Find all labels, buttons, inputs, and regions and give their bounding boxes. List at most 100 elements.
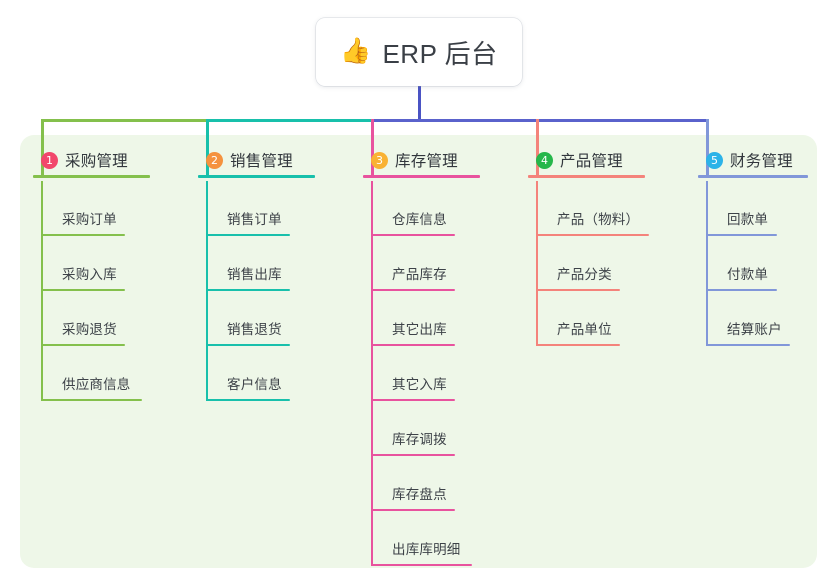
leaf-node-rule <box>706 234 777 236</box>
leaf-node-label: 出库库明细 <box>392 542 461 557</box>
root-node-title: ERP 后台 <box>382 38 498 69</box>
leaf-node-label: 客户信息 <box>227 377 282 392</box>
leaf-node[interactable]: 其它出库 <box>371 291 501 346</box>
leaf-node-label: 产品单位 <box>557 322 612 337</box>
leaf-node[interactable]: 其它入库 <box>371 346 501 401</box>
branch-header-5[interactable]: 5 财务管理 <box>698 145 808 178</box>
leaf-node[interactable]: 销售订单 <box>206 181 336 236</box>
branch-index-badge: 4 <box>536 151 553 169</box>
leaf-node-rule <box>371 234 455 236</box>
branch-title: 采购管理 <box>65 153 128 170</box>
branch-spine <box>371 181 373 566</box>
leaf-node[interactable]: 回款单 <box>706 181 836 236</box>
root-stem-line <box>418 86 421 122</box>
branch-title: 销售管理 <box>230 153 293 170</box>
leaf-node-rule <box>206 399 290 401</box>
leaf-node[interactable]: 销售出库 <box>206 236 336 291</box>
leaf-node-rule <box>41 234 125 236</box>
root-node-content: 👍 ERP 后台 <box>340 34 497 71</box>
leaf-node-label: 采购退货 <box>62 322 117 337</box>
branch-header-rule <box>33 175 150 178</box>
leaf-node-rule <box>371 454 455 456</box>
leaf-node[interactable]: 付款单 <box>706 236 836 291</box>
leaf-node-label: 付款单 <box>727 267 769 282</box>
leaf-node[interactable]: 采购退货 <box>41 291 171 346</box>
leaf-node-rule <box>41 399 142 401</box>
leaf-node[interactable]: 产品单位 <box>536 291 666 346</box>
leaf-node[interactable]: 采购订单 <box>41 181 171 236</box>
leaf-node[interactable]: 供应商信息 <box>41 346 171 401</box>
leaf-node-rule <box>371 344 455 346</box>
leaf-node-rule <box>206 234 290 236</box>
trunk-segment-1 <box>41 119 209 122</box>
branch-header-3[interactable]: 3 库存管理 <box>363 145 480 178</box>
branch-header-2[interactable]: 2 销售管理 <box>198 145 315 178</box>
branch-header-1[interactable]: 1 采购管理 <box>33 145 150 178</box>
branch-column-2: 2 销售管理销售订单销售出库销售退货客户信息 <box>198 145 315 401</box>
branch-header-rule <box>198 175 315 178</box>
leaf-node-label: 采购入库 <box>62 267 117 282</box>
branch-spine <box>206 181 208 401</box>
branch-drop-4 <box>536 119 539 178</box>
branch-index-badge: 1 <box>41 151 58 169</box>
branch-spine <box>706 181 708 346</box>
leaf-node-rule <box>371 399 455 401</box>
leaf-node[interactable]: 销售退货 <box>206 291 336 346</box>
leaf-node-rule <box>371 564 472 566</box>
branch-title: 产品管理 <box>560 153 623 170</box>
leaf-node-label: 采购订单 <box>62 212 117 227</box>
branch-header-rule <box>698 175 808 178</box>
leaf-node-rule <box>206 344 290 346</box>
leaf-node[interactable]: 库存盘点 <box>371 456 501 511</box>
leaf-node-rule <box>536 344 620 346</box>
thumbs-up-icon: 👍 <box>340 36 372 65</box>
branch-index-badge: 2 <box>206 151 223 169</box>
branch-drop-5 <box>706 119 709 178</box>
branch-index-badge: 5 <box>706 151 723 169</box>
leaf-node[interactable]: 采购入库 <box>41 236 171 291</box>
leaf-node[interactable]: 结算账户 <box>706 291 836 346</box>
leaf-node-label: 产品分类 <box>557 267 612 282</box>
branch-column-5: 5 财务管理回款单付款单结算账户 <box>698 145 808 346</box>
branch-header-rule <box>528 175 645 178</box>
leaf-node[interactable]: 产品（物料） <box>536 181 666 236</box>
root-node[interactable]: 👍 ERP 后台 <box>316 18 522 86</box>
leaf-node-rule <box>371 509 455 511</box>
branch-header-4[interactable]: 4 产品管理 <box>528 145 645 178</box>
leaf-node-rule <box>371 289 455 291</box>
branch-header-rule <box>363 175 480 178</box>
leaf-node[interactable]: 客户信息 <box>206 346 336 401</box>
leaf-node-rule <box>706 289 777 291</box>
leaf-node-label: 供应商信息 <box>62 377 131 392</box>
leaf-node[interactable]: 仓库信息 <box>371 181 501 236</box>
leaf-node-rule <box>536 289 620 291</box>
leaf-node[interactable]: 出库库明细 <box>371 511 501 566</box>
leaf-node[interactable]: 产品分类 <box>536 236 666 291</box>
leaf-node[interactable]: 库存调拨 <box>371 401 501 456</box>
leaf-node-label: 仓库信息 <box>392 212 447 227</box>
branch-title: 财务管理 <box>730 153 793 170</box>
leaf-node-rule <box>206 289 290 291</box>
leaf-node[interactable]: 产品库存 <box>371 236 501 291</box>
branch-title: 库存管理 <box>395 153 458 170</box>
leaf-node-label: 产品库存 <box>392 267 447 282</box>
trunk-segment-3 <box>371 119 709 122</box>
leaf-node-rule <box>706 344 790 346</box>
leaf-node-label: 销售退货 <box>227 322 282 337</box>
leaf-node-rule <box>536 234 649 236</box>
branch-drop-1 <box>41 119 44 178</box>
leaf-node-label: 回款单 <box>727 212 769 227</box>
leaf-node-label: 结算账户 <box>727 322 782 337</box>
leaf-node-label: 销售订单 <box>227 212 282 227</box>
leaf-node-label: 销售出库 <box>227 267 282 282</box>
branch-spine <box>536 181 538 346</box>
branch-panel <box>20 135 817 568</box>
leaf-node-label: 库存调拨 <box>392 432 447 447</box>
branch-spine <box>41 181 43 401</box>
leaf-node-rule <box>41 344 125 346</box>
branch-index-badge: 3 <box>371 151 388 169</box>
trunk-segment-2 <box>206 119 374 122</box>
